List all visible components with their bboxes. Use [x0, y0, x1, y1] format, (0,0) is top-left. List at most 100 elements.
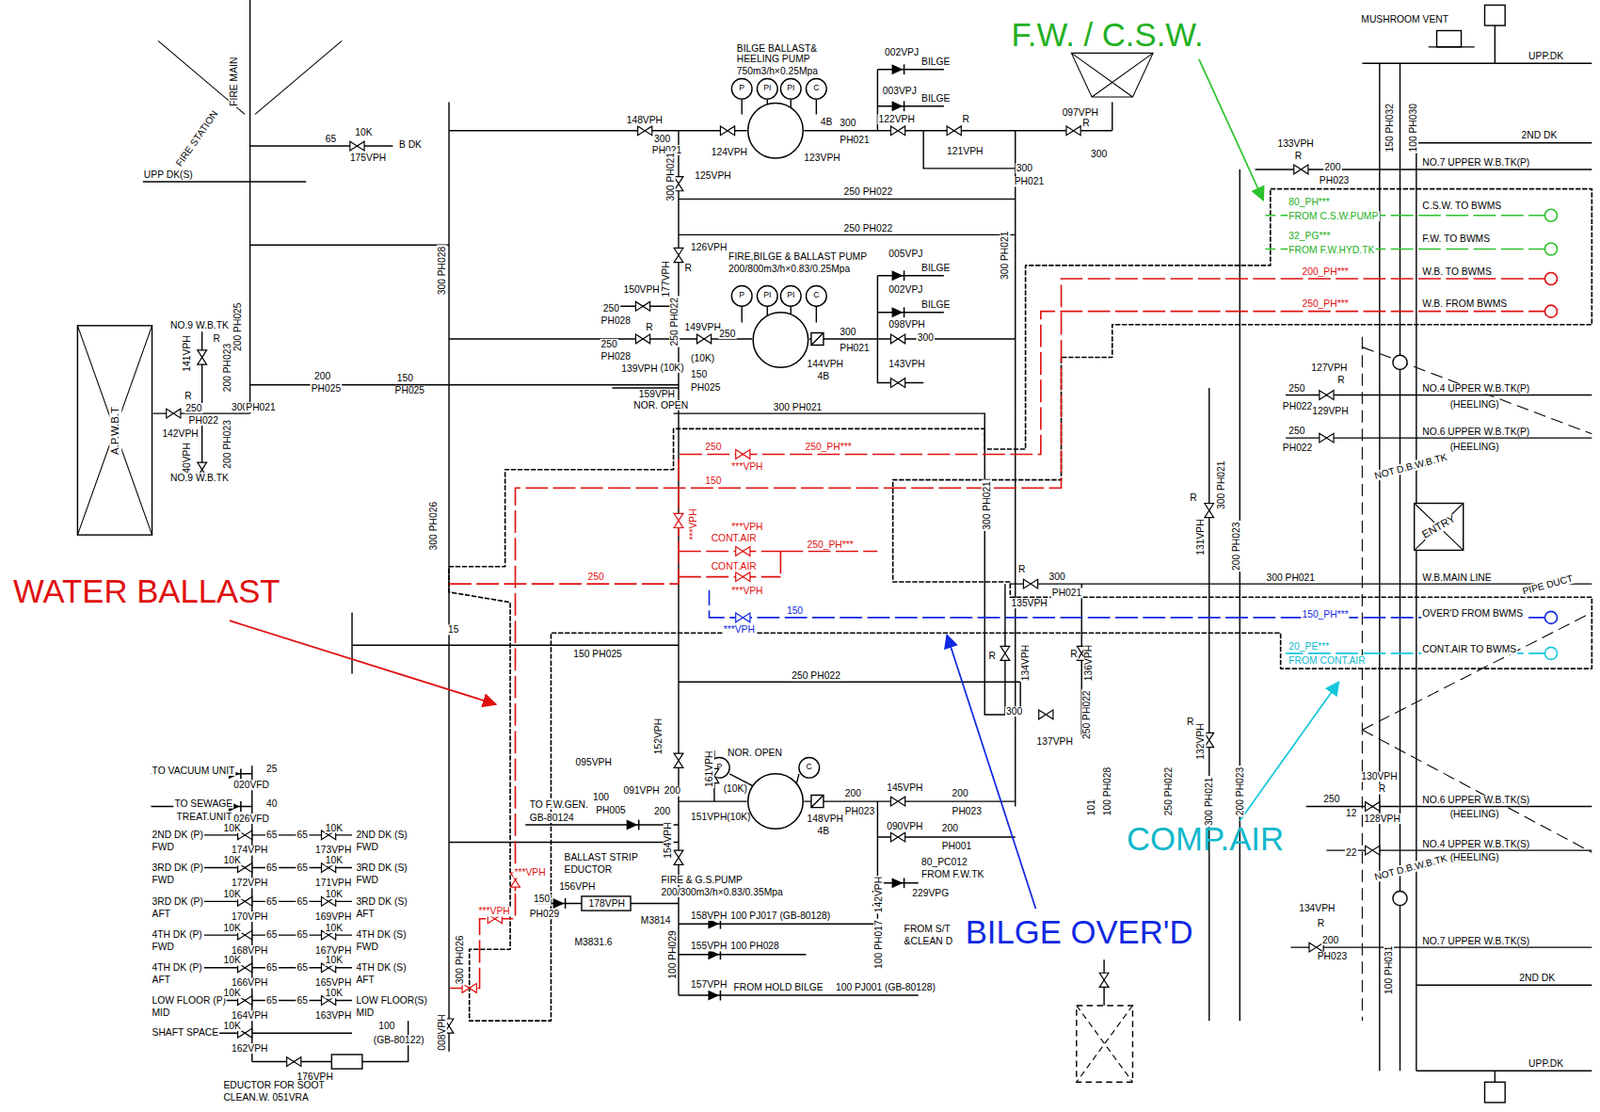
pipe-label: PH021: [1051, 587, 1084, 598]
pipe-label: BALLAST STRIP: [562, 851, 639, 863]
pipe-label: W.B.MAIN LINE: [1421, 572, 1492, 583]
pipe-label: 65: [265, 896, 279, 907]
pipe-label: LOW FLOOR(S): [354, 994, 429, 1006]
pipe-label: FIRE STATION: [173, 108, 221, 170]
pipe-label: 149VPH: [683, 322, 722, 334]
pipe-label: 65: [295, 994, 309, 1006]
pipe-label: ***VPH: [477, 906, 511, 917]
pipe-label: PH021: [838, 342, 871, 353]
pipe-label: ***VPH: [730, 461, 764, 472]
gauge-letter: PI: [763, 291, 771, 301]
pipe-label: 101: [1087, 798, 1098, 816]
pipe-label: AFT: [354, 908, 376, 919]
pipe-label: 134VPH: [1297, 903, 1337, 914]
pipe-label: 10K: [324, 855, 344, 866]
pipe-label: PH028: [600, 351, 633, 362]
pipe-label: (HEELING): [1449, 399, 1501, 410]
pipe-label: 200: [950, 787, 969, 799]
pipe-label: 005VPJ: [887, 249, 924, 260]
pipe-label: 100 PH030: [1408, 102, 1419, 154]
pipe-label: 4TH DK (S): [354, 961, 407, 973]
pipe-label: 80_PH***: [1287, 196, 1331, 208]
pipe-label: (10K): [722, 784, 749, 795]
pipe-label: 100 PH028: [729, 941, 781, 952]
entry-box: ENTRY: [1413, 501, 1465, 551]
pipe-label: 22: [1344, 847, 1359, 858]
pipe-label: 3RD DK (S): [354, 896, 409, 907]
colored-new-pipes: [448, 208, 1557, 988]
pipe-label: 150: [785, 605, 804, 616]
pipe-label: 164VPH: [230, 1009, 270, 1021]
box-label: A.P.W.B.T: [109, 405, 122, 454]
pipe-label: ***VPH: [688, 507, 700, 541]
pipe-label: 300: [1015, 162, 1034, 174]
pipe-label: 200 PH023: [222, 342, 233, 394]
pipe-label: R: [1017, 564, 1027, 576]
pipe-label: 65: [265, 929, 279, 941]
gauge-letter: C: [806, 763, 813, 772]
pipe-label: PH005: [594, 804, 627, 816]
pipe-label: 10K: [324, 822, 344, 833]
pipe-label: FWD: [150, 942, 176, 953]
pipe-label: 250: [1287, 384, 1306, 395]
pipe-label: 162VPH: [230, 1042, 270, 1054]
pipe-label: (GB-80122): [372, 1034, 426, 1045]
pipe-label: 300 PH021: [1216, 459, 1227, 511]
pump-circle: [747, 101, 805, 160]
pipe-label: 10K: [324, 888, 344, 899]
pipe-label: 175VPH: [349, 153, 388, 164]
pipe-label: 4B: [819, 117, 834, 128]
pipe-label: 2ND DK (S): [354, 829, 409, 840]
pipe-label: PH022: [1281, 400, 1314, 412]
pipe-label: 124VPH: [710, 146, 750, 158]
pipe-label: FWD: [150, 841, 176, 852]
pipe-label: 65: [265, 829, 279, 840]
pipe-label: FROM F.W.HYD.TK: [1287, 244, 1376, 256]
pipe-label: PH021: [1013, 176, 1046, 188]
pipe-label: PH023: [1318, 175, 1351, 186]
pipe-label: 123VPH: [802, 153, 842, 164]
pipe-label: FROM C.S.W.PUMP: [1287, 210, 1379, 222]
pipe-label: 65: [265, 994, 279, 1006]
pipe-label: C.S.W. TO BWMS: [1421, 201, 1503, 212]
pipe-label: 229VPG: [911, 887, 950, 898]
pipe-label: 300 PH021: [981, 480, 992, 531]
pipe-label: 300: [1047, 571, 1066, 582]
pipe-label: GB-80124: [528, 812, 576, 823]
pipe-label: NO.7 UPPER W.B.TK(S): [1421, 935, 1531, 946]
pipe-label: 139VPH: [620, 363, 659, 374]
pipe-label: 135VPH: [1009, 597, 1049, 608]
pipe-label: 145VPH: [885, 783, 925, 794]
pipe-label: PH025: [689, 383, 722, 394]
pipe-label: 200: [653, 806, 672, 817]
pipe-label: 200: [1323, 161, 1342, 173]
pipe-label: W.B. FROM BWMS: [1421, 299, 1508, 310]
pipe-label: 158VPH: [689, 910, 729, 921]
pipe-label: 2ND DK: [1518, 972, 1556, 983]
gauge-letter: PI: [786, 291, 795, 301]
pipe-label: 178VPH: [587, 897, 626, 909]
pipe-label: 65: [295, 829, 309, 840]
pipe-label: 3RD DK (P): [150, 896, 205, 907]
pipe-label: CLEAN.W. 051VRA: [222, 1091, 310, 1103]
pipe-label: 250: [1322, 793, 1341, 804]
pipe-label: 15: [447, 624, 461, 636]
pipe-label: PH025: [393, 385, 426, 397]
pipe-label: 154VPH: [663, 820, 674, 860]
pipe-label: NO.9 W.B.TK: [169, 472, 230, 483]
pipe-label: 003VPJ: [881, 85, 918, 96]
pipe-label: 008VPH: [436, 1012, 448, 1052]
pump-circle: [752, 311, 810, 369]
pipe-label: 200 PH025: [232, 301, 243, 352]
pipe-label: R: [1294, 150, 1304, 161]
pipe-label: FROM HOLD BILGE: [732, 981, 824, 992]
pipe-label: BILGE: [920, 57, 952, 68]
pipe-label: AFT: [354, 974, 376, 985]
pipe-label: R: [1069, 649, 1079, 660]
pipe-label: PH025: [310, 384, 343, 395]
pipe-label: 10K: [222, 1020, 241, 1031]
pipe-label: 300 PH021: [1000, 229, 1011, 281]
pump-symbol: FIRE,BILGE & BALLAST PUMP200/800m3/h×0.8…: [752, 311, 810, 369]
pipe-label: 137VPH: [1035, 736, 1074, 748]
pipe-label: (10K): [658, 362, 685, 373]
